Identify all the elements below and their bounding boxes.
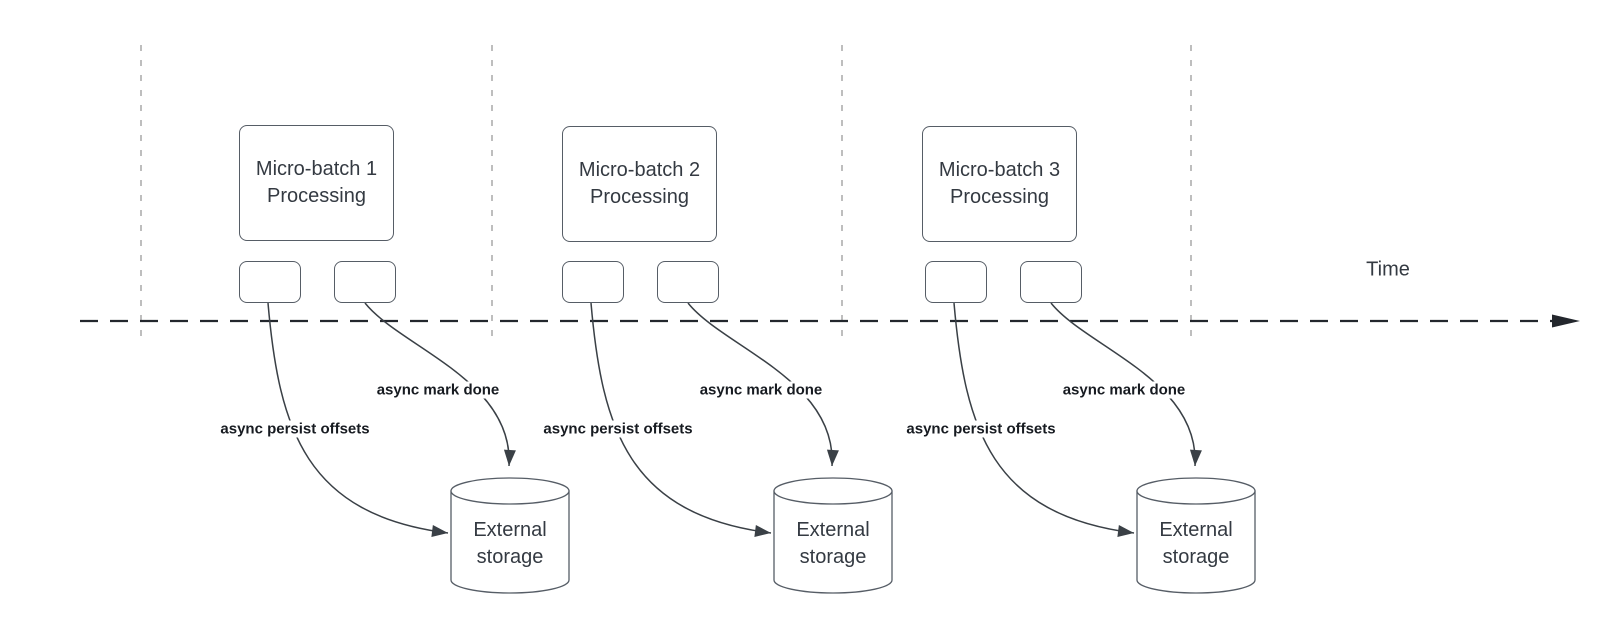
persist-offsets-label-2: async persist offsets (540, 420, 696, 438)
mark-done-task-box-1 (334, 261, 396, 303)
persist-offsets-label-3: async persist offsets (903, 420, 1059, 438)
mark-done-label-1: async mark done (373, 381, 503, 399)
micro-batch-3-label-line1: Micro-batch 3 (938, 159, 1061, 181)
micro-batch-3-label-line2: Processing (950, 186, 1049, 208)
micro-batch-2-label-line2: Processing (590, 186, 689, 208)
external-storage-label-3: External storage (1159, 519, 1233, 568)
time-axis-label: Time (1366, 258, 1410, 281)
persist-task-box-2 (562, 261, 624, 303)
mark-done-label-2: async mark done (696, 381, 826, 399)
storage-cylinder-3 (1136, 477, 1256, 594)
mark-done-arrow-3 (1050, 302, 1202, 467)
mark-done-task-box-3 (1020, 261, 1082, 303)
micro-batch-1-label-line1: Micro-batch 1 (255, 158, 378, 180)
mark-done-arrow-1 (364, 302, 516, 467)
micro-batch-1-box: Micro-batch 1 Processing (239, 125, 394, 241)
micro-batch-2-label-line1: Micro-batch 2 (578, 159, 701, 181)
micro-batch-2-box: Micro-batch 2 Processing (562, 126, 717, 242)
mark-done-label-3: async mark done (1059, 381, 1189, 399)
storage-cylinder-1 (450, 477, 570, 594)
persist-offsets-arrow-2 (590, 302, 772, 537)
micro-batch-1-label-line2: Processing (267, 185, 366, 207)
micro-batch-3-box: Micro-batch 3 Processing (922, 126, 1077, 242)
external-storage-label-1: External storage (473, 519, 547, 568)
persist-offsets-arrow-1 (267, 302, 449, 537)
persist-task-box-1 (239, 261, 301, 303)
storage-cylinder-2 (773, 477, 893, 594)
persist-offsets-label-1: async persist offsets (217, 420, 373, 438)
external-storage-label-2: External storage (796, 519, 870, 568)
persist-offsets-arrow-3 (953, 302, 1135, 537)
persist-task-box-3 (925, 261, 987, 303)
mark-done-arrow-2 (687, 302, 839, 467)
time-axis-arrowhead-icon (1552, 314, 1580, 328)
mark-done-task-box-2 (657, 261, 719, 303)
